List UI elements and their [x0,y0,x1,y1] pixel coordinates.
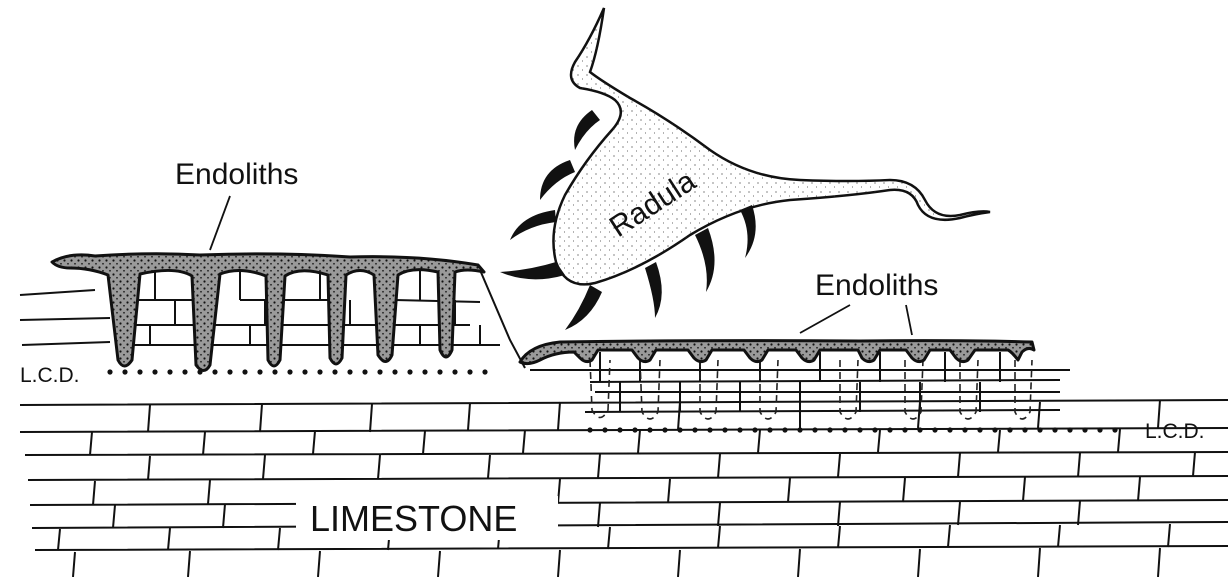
lcd-label-right: L.C.D. [1145,420,1205,443]
lcd-label-left: L.C.D. [20,364,80,387]
endolith-layer-right [520,341,1034,364]
endoliths-label-left: Endoliths [175,158,298,191]
lcd-line-left [107,369,487,374]
endoliths-label-right: Endoliths [815,269,938,302]
limestone-label: LIMESTONE [310,498,517,539]
